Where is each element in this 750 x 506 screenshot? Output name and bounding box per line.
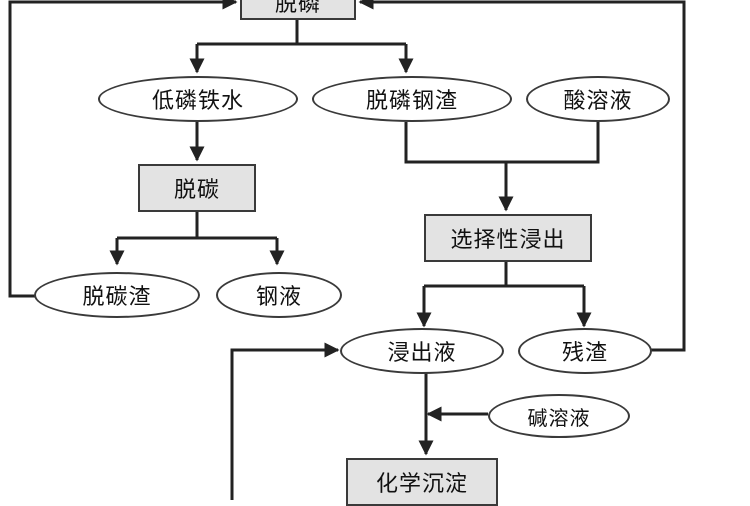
recycle-line-residue (358, 0, 686, 352)
residue-node: 残渣 (518, 328, 652, 374)
selective-leaching-step: 选择性浸出 (424, 214, 592, 262)
recycle-line-decarburization-slag (8, 0, 238, 298)
low-phosphorus-hot-metal-node: 低磷铁水 (98, 76, 298, 122)
acid-solution-node: 酸溶液 (526, 76, 670, 122)
chemical-precipitation-step: 化学沉淀 (346, 458, 498, 506)
connector-decarb-split (117, 212, 277, 240)
decarburization-slag-node: 脱碳渣 (34, 272, 200, 318)
alkali-solution-node: 碱溶液 (488, 394, 630, 438)
connector-leaching-split (504, 262, 584, 288)
connector-slag-acid-merge (404, 122, 600, 164)
dephosphorization-step: 脱磷 (240, 0, 356, 20)
connector-dephos-split (197, 18, 406, 46)
molten-steel-node: 钢液 (216, 272, 342, 318)
dephosphorization-slag-node: 脱磷钢渣 (312, 76, 512, 122)
arrow-to-leachate (424, 284, 506, 326)
leachate-node: 浸出液 (340, 328, 504, 374)
decarburization-step: 脱碳 (138, 164, 256, 212)
return-line-to-leachate (230, 342, 340, 500)
